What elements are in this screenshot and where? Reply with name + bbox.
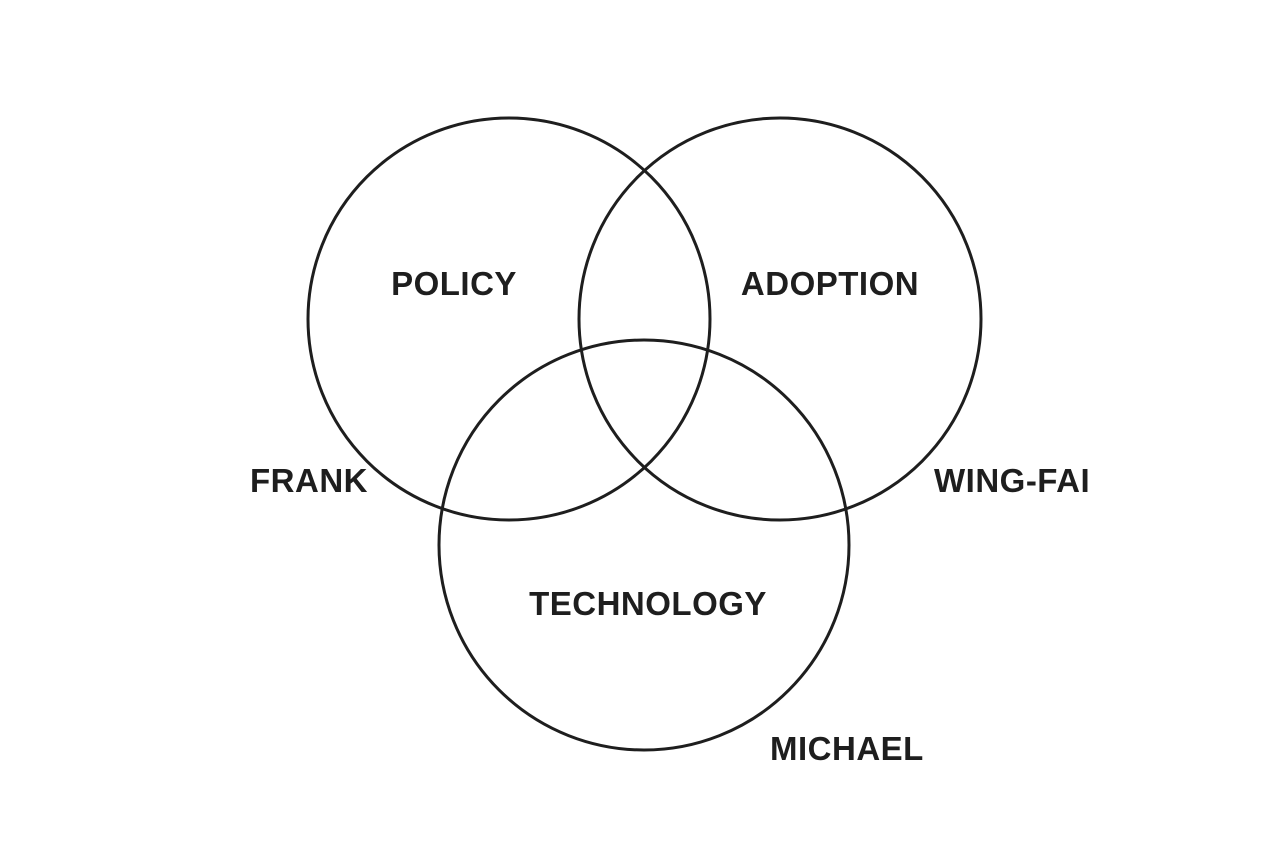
wing-fai-label: WING-FAI (934, 462, 1090, 499)
adoption-label: ADOPTION (741, 265, 919, 302)
technology-circle (437, 338, 851, 752)
frank-label: FRANK (250, 462, 368, 499)
policy-circle (306, 116, 712, 522)
adoption-circle (577, 116, 983, 522)
policy-label: POLICY (391, 265, 517, 302)
technology-label: TECHNOLOGY (529, 585, 767, 622)
michael-label: MICHAEL (770, 730, 924, 767)
